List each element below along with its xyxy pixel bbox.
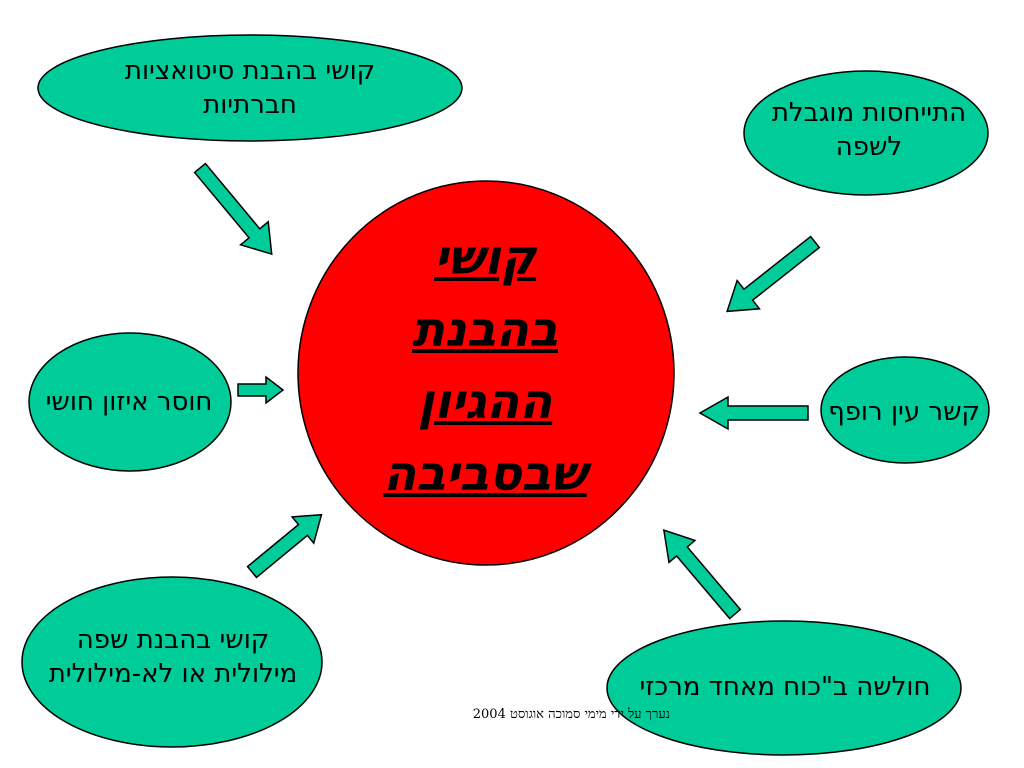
bubble-top-right xyxy=(743,70,989,196)
arrow-bottom-left xyxy=(246,513,323,579)
bubble-bottom-left-label: קושי בהבנת שפה מילולית או לא-מילולית xyxy=(18,623,328,691)
arrow-bottom-right xyxy=(662,529,742,620)
arrow-top-right xyxy=(726,235,821,313)
arrow-top-left xyxy=(193,162,273,256)
bubble-top-left xyxy=(37,34,463,142)
bubble-bottom-left-line-1: קושי בהבנת שפה xyxy=(76,625,270,655)
bubble-middle-left-line-1: חוסר איזון חושי xyxy=(45,387,213,417)
bubble-bottom-left xyxy=(21,576,323,748)
footer-credit: נערך על ידי מימי סמוכה אוגוסט 2004 xyxy=(472,707,670,722)
bubble-bottom-right-label: חולשה ב"כוח מאחד מרכזי xyxy=(610,670,960,704)
arrow-middle-right xyxy=(698,395,809,431)
bubble-middle-left xyxy=(28,332,232,472)
bubble-top-right-line-2: לשפה xyxy=(835,132,903,162)
bubble-middle-right-line-1: קשר עין רופף xyxy=(828,397,980,427)
center-line-4: שבסביבה xyxy=(383,446,587,502)
bubble-middle-right-label: קשר עין רופף xyxy=(814,395,994,429)
center-circle xyxy=(297,180,675,566)
center-line-1: קושי xyxy=(434,230,536,286)
center-label: קושי בהבנת ההגיון שבסביבה xyxy=(340,222,630,510)
center-line-3: ההגיון xyxy=(417,374,553,430)
bubble-top-right-line-1: התייחסות מוגבלת xyxy=(771,98,967,128)
bubble-top-right-label: התייחסות מוגבלת לשפה xyxy=(745,96,993,164)
bubble-top-left-line-1: קושי בהבנת סיטואציות xyxy=(124,56,376,86)
bubble-middle-right xyxy=(820,356,990,464)
bubble-middle-left-label: חוסר איזון חושי xyxy=(22,385,236,419)
bubble-bottom-right-line-1: חולשה ב"כוח מאחד מרכזי xyxy=(639,672,931,702)
bubble-bottom-left-line-2: מילולית או לא-מילולית xyxy=(48,659,298,689)
arrow-middle-left xyxy=(237,375,285,405)
bubble-bottom-right xyxy=(606,620,962,756)
bubble-top-left-line-2: חברתיות xyxy=(203,90,297,120)
center-line-2: בהבנת xyxy=(411,302,559,358)
bubble-top-left-label: קושי בהבנת סיטואציות חברתיות xyxy=(60,54,440,122)
